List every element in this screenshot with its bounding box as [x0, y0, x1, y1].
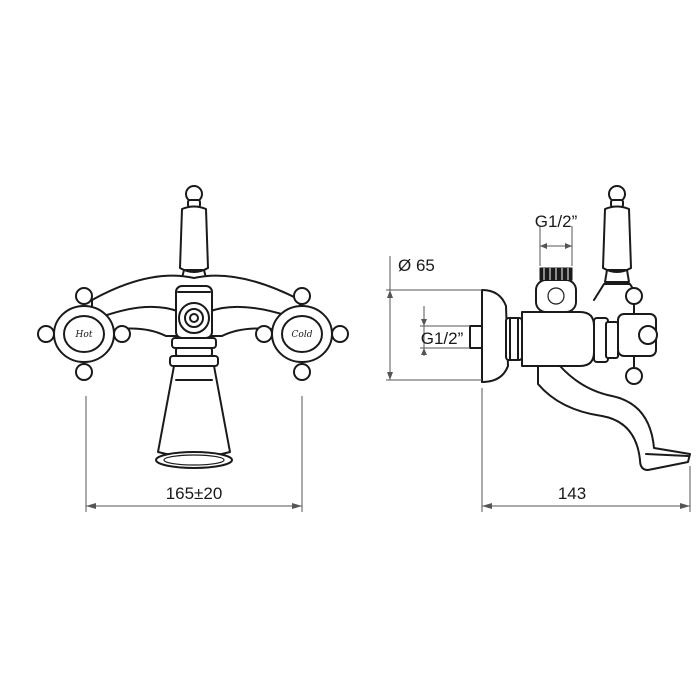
front-bridge — [91, 274, 301, 339]
width-dimension — [85, 396, 303, 512]
side-lever-handle — [593, 185, 641, 301]
side-cross-handle — [617, 287, 658, 385]
front-collar — [169, 337, 219, 367]
diameter-dimension — [386, 256, 482, 381]
side-thread-label: G1/2” — [421, 329, 464, 348]
hot-label: Hot — [75, 330, 93, 340]
hot-cross-handle: Hot — [37, 287, 131, 381]
side-spout — [537, 365, 691, 471]
front-view: Hot Cold 165±20 — [37, 185, 349, 512]
front-lever-handle — [179, 185, 209, 279]
side-nut — [505, 317, 523, 361]
side-inlet — [469, 325, 483, 349]
length-dimension — [481, 388, 691, 512]
cold-label: Cold — [292, 330, 313, 340]
top-thread-dimension — [539, 226, 573, 266]
top-thread-label: G1/2” — [535, 212, 578, 231]
side-body — [521, 311, 619, 367]
front-spout — [155, 365, 233, 469]
cold-cross-handle: Cold — [255, 287, 349, 381]
width-dimension-label: 165±20 — [166, 484, 223, 503]
side-thread-dimension — [420, 306, 470, 356]
side-view: G1/2” G1/2” Ø 65 143 — [386, 185, 691, 512]
side-top-outlet — [535, 267, 577, 313]
diameter-label: Ø 65 — [398, 256, 435, 275]
length-dimension-label: 143 — [558, 484, 586, 503]
side-escutcheon — [481, 289, 509, 383]
